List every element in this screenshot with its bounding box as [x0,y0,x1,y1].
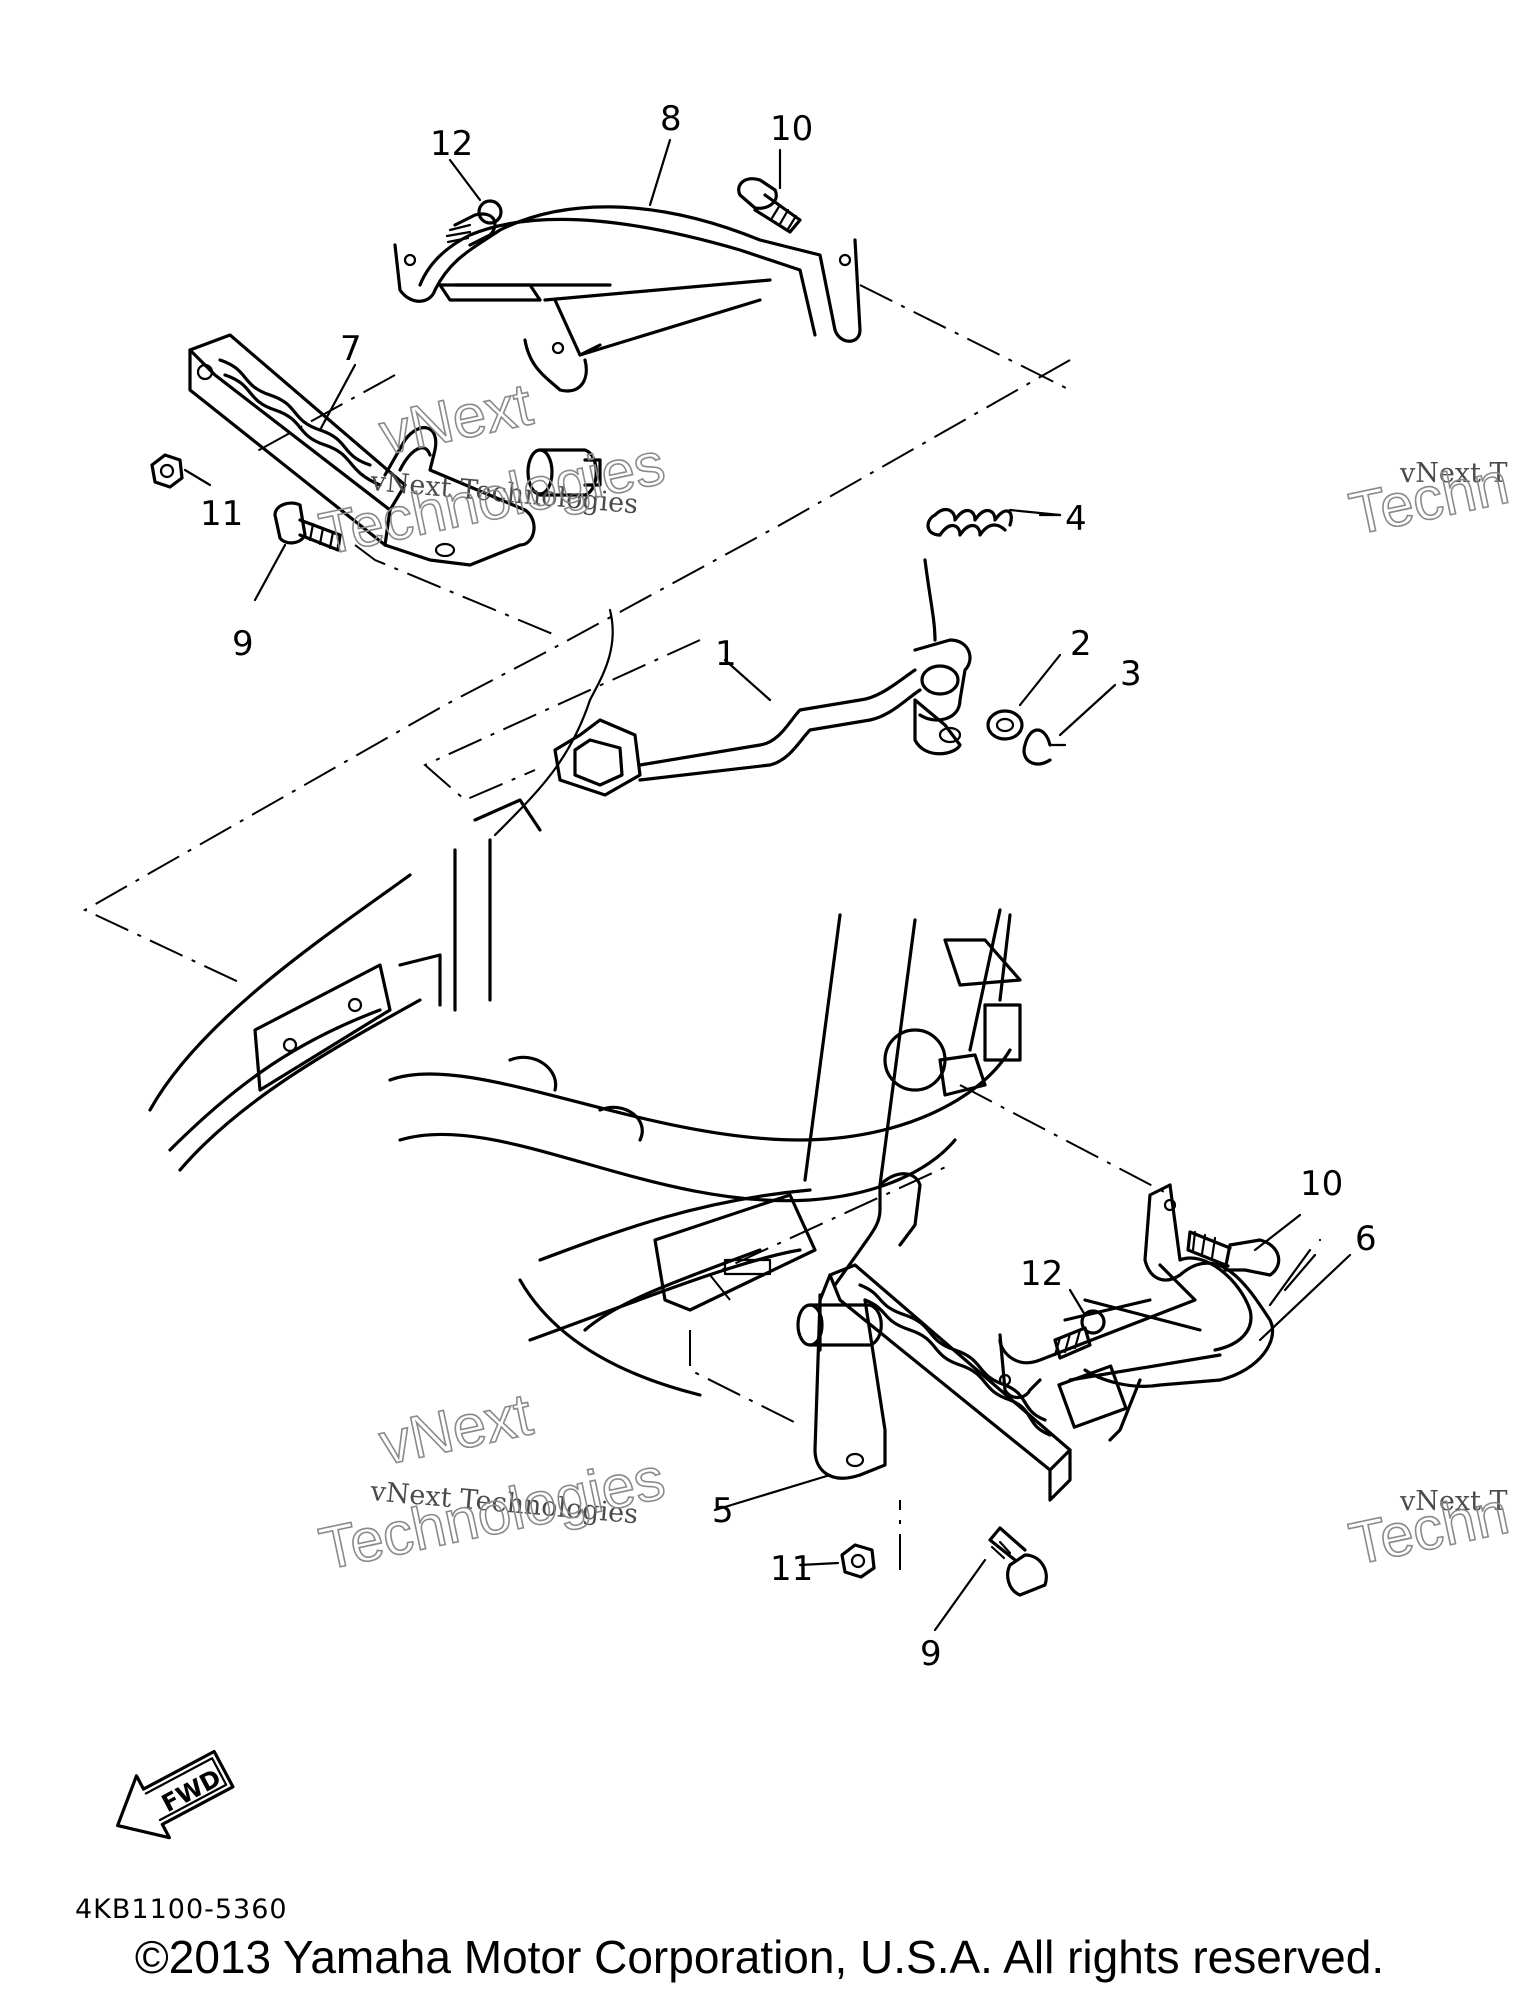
part-6-bracket-lower [998,1183,1275,1442]
callout-12-upper: 12 [430,124,473,164]
part-9-bolt-lower [988,1526,1048,1597]
callout-1: 1 [715,634,737,674]
part-2-washer [986,709,1024,741]
svg-text:vNext T: vNext T [1399,1486,1508,1517]
leader-lines [183,138,1352,1632]
part-code: 4KB1100-5360 [75,1894,288,1925]
callout-3: 3 [1120,654,1142,694]
part-11-nut-lower [840,1543,876,1579]
svg-text:Techn: Techn [1344,449,1515,548]
callouts: 8 10 12 7 11 9 4 1 2 3 10 6 12 5 11 9 [200,99,1377,1674]
watermark-lower: vNext Technologies vNext Technologies [313,1379,671,1583]
svg-text:Techn: Techn [1344,1479,1515,1578]
copyright-notice: ©2013 Yamaha Motor Corporation, U.S.A. A… [134,1931,1385,1983]
watermark-right-upper: vNext T Techn [1343,448,1515,548]
svg-text:Technologies: Technologies [314,1444,671,1582]
callout-8: 8 [660,99,682,139]
frame [148,608,1022,1397]
watermark-right-lower: vNext T Techn [1343,1478,1515,1578]
part-7-footpeg-left [188,333,602,567]
callout-6: 6 [1355,1219,1377,1259]
callout-9-upper: 9 [232,624,254,664]
callout-2: 2 [1070,624,1092,664]
svg-text:vNext: vNext [374,370,538,467]
part-10-bolt-upper [737,177,802,234]
part-3-clip [1022,728,1067,766]
svg-text:vNext T: vNext T [1399,458,1508,489]
callout-10-lower: 10 [1300,1164,1343,1204]
callout-9-lower: 9 [920,1634,942,1674]
callout-10-upper: 10 [770,109,813,149]
part-8-bracket-upper [393,205,862,393]
part-11-nut-upper [150,453,184,489]
part-4-spring [926,507,1062,537]
callout-7: 7 [340,329,362,369]
callout-12-lower: 12 [1020,1254,1063,1294]
fwd-arrow: FWD [116,1749,235,1840]
callout-5: 5 [712,1491,734,1531]
callout-4: 4 [1065,499,1087,539]
part-5-footpeg-right [796,1172,1072,1502]
part-12-bolt-lower [1053,1309,1106,1360]
callout-11-lower: 11 [770,1549,813,1589]
part-12-bolt-upper [445,199,503,247]
part-1-brake-pedal [553,558,972,797]
watermark-upper: vNext Technologies vNext Technologies [313,369,671,568]
svg-text:Technologies: Technologies [314,429,671,567]
svg-text:vNext: vNext [374,1380,538,1477]
part-9-bolt-upper [273,501,342,552]
part-10-bolt-lower [1186,1230,1281,1277]
callout-11-upper: 11 [200,494,243,534]
